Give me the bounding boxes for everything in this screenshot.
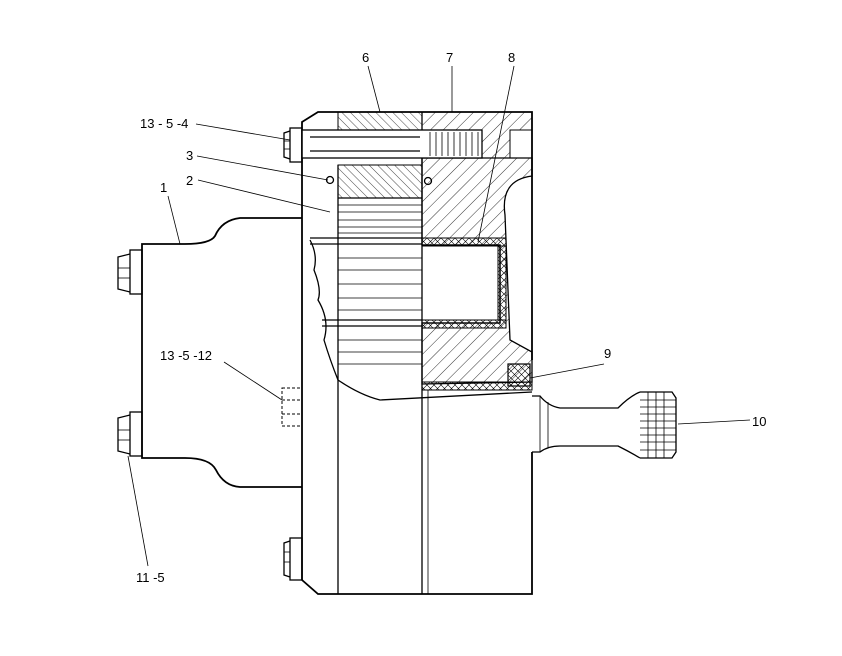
flange-bolt-lower xyxy=(283,537,303,581)
housing-section xyxy=(421,157,533,385)
label-part-3: 3 xyxy=(186,148,193,163)
label-part-13-5-4: 13 - 5 -4 xyxy=(140,116,188,131)
label-part-10: 10 xyxy=(752,414,766,429)
label-part-11-5: 11 -5 xyxy=(136,570,165,585)
gear xyxy=(309,197,422,381)
pump-body xyxy=(301,111,533,595)
label-part-1: 1 xyxy=(160,180,167,195)
leader-lines xyxy=(127,65,751,567)
label-part-6: 6 xyxy=(362,50,369,65)
shaft-seal xyxy=(421,363,533,391)
label-part-7: 7 xyxy=(446,50,453,65)
drive-shaft xyxy=(532,391,677,459)
label-part-8: 8 xyxy=(508,50,515,65)
label-part-2: 2 xyxy=(186,173,193,188)
cover-bolt-lower xyxy=(117,411,143,457)
plug-13-5-12 xyxy=(281,387,303,427)
through-bolt xyxy=(283,127,483,163)
label-part-13-5-12: 13 -5 -12 xyxy=(160,348,212,363)
label-part-9: 9 xyxy=(604,346,611,361)
cover-bolt-upper xyxy=(117,249,143,295)
